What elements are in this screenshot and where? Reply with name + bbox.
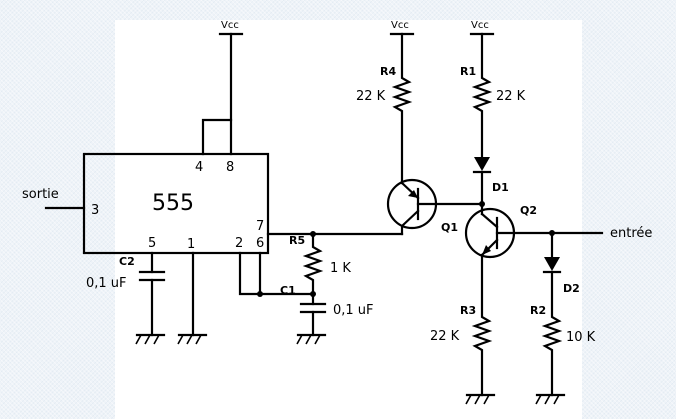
capacitor-c1: C1 0,1 uF xyxy=(280,284,374,345)
junction-dot xyxy=(479,201,485,207)
pin-6-label: 6 xyxy=(256,236,264,251)
r4-ref: R4 xyxy=(380,65,396,78)
d1-ref: D1 xyxy=(492,181,509,194)
resistor-zigzag xyxy=(471,32,493,159)
pin-4-label: 4 xyxy=(195,160,203,175)
ground-icon xyxy=(465,393,496,405)
ground-icon xyxy=(135,333,166,345)
resistor-zigzag xyxy=(541,270,563,397)
resistor-r5: R5 1 K xyxy=(289,232,351,296)
resistor-r2: R2 10 K xyxy=(530,270,596,405)
r3-value: 22 K xyxy=(430,329,460,344)
c1-value: 0,1 uF xyxy=(333,303,374,318)
pin-2-label: 2 xyxy=(235,236,243,251)
d2-ref: D2 xyxy=(563,282,580,295)
chip-body xyxy=(82,152,270,255)
r3-ref: R3 xyxy=(460,304,476,317)
diode-d1: D1 xyxy=(472,157,509,216)
r1-ref: R1 xyxy=(460,65,476,78)
ground-icon xyxy=(177,333,208,345)
collector-lead xyxy=(480,212,499,229)
resistor-r1: Vcc R1 22 K xyxy=(460,20,526,159)
diode-triangle-icon xyxy=(544,257,560,271)
pin-3-label: 3 xyxy=(91,203,99,218)
r2-value: 10 K xyxy=(566,330,596,345)
wire xyxy=(238,251,315,296)
transistor-q2: Q2 entrée xyxy=(464,204,652,259)
ground-icon xyxy=(535,393,566,405)
transistor-q1: Q1 xyxy=(386,178,484,236)
schematic-canvas xyxy=(115,20,582,419)
pin-8-label: 8 xyxy=(226,160,234,175)
diode-d2: D2 xyxy=(542,231,580,295)
wire xyxy=(201,118,233,156)
resistor-r4: Vcc R4 22 K xyxy=(356,20,415,185)
r4-value: 22 K xyxy=(356,89,386,104)
pin1-ground xyxy=(177,251,208,345)
vcc-label: Vcc xyxy=(221,20,239,31)
emitter-arrow-icon xyxy=(482,245,491,255)
r5-ref: R5 xyxy=(289,234,305,247)
vcc-label: Vcc xyxy=(391,20,409,31)
resistor-zigzag xyxy=(302,232,324,296)
pin-5-label: 5 xyxy=(148,236,156,251)
resistor-zigzag xyxy=(471,253,493,397)
diode-triangle-icon xyxy=(474,157,490,171)
capacitor-c2: C2 0,1 uF xyxy=(86,251,166,345)
r1-value: 22 K xyxy=(496,89,526,104)
r5-value: 1 K xyxy=(330,261,351,276)
input-label: entrée xyxy=(610,226,652,241)
junction-dot xyxy=(257,291,263,297)
resistor-r3: R3 22 K xyxy=(430,253,496,405)
q2-ref: Q2 xyxy=(520,204,537,217)
pin-7-label: 7 xyxy=(256,219,264,234)
output-label: sortie xyxy=(22,187,59,202)
q1-ref: Q1 xyxy=(441,221,458,234)
c2-value: 0,1 uF xyxy=(86,276,127,291)
pin-1-label: 1 xyxy=(187,237,195,252)
vcc-label: Vcc xyxy=(471,20,489,31)
chip-label: 555 xyxy=(152,191,194,216)
c1-ref: C1 xyxy=(280,284,296,297)
collector-lead xyxy=(400,209,420,228)
ground-icon xyxy=(296,333,327,345)
timer-555-chip: 555 4 8 3 7 5 1 2 6 xyxy=(82,152,270,255)
c2-ref: C2 xyxy=(119,255,135,268)
vcc-chip-supply: Vcc xyxy=(201,20,244,156)
resistor-zigzag xyxy=(391,32,413,185)
output-sortie: sortie xyxy=(22,187,86,210)
trigger-threshold-net xyxy=(238,251,316,297)
r2-ref: R2 xyxy=(530,304,546,317)
emitter-arrow-icon xyxy=(408,190,418,198)
